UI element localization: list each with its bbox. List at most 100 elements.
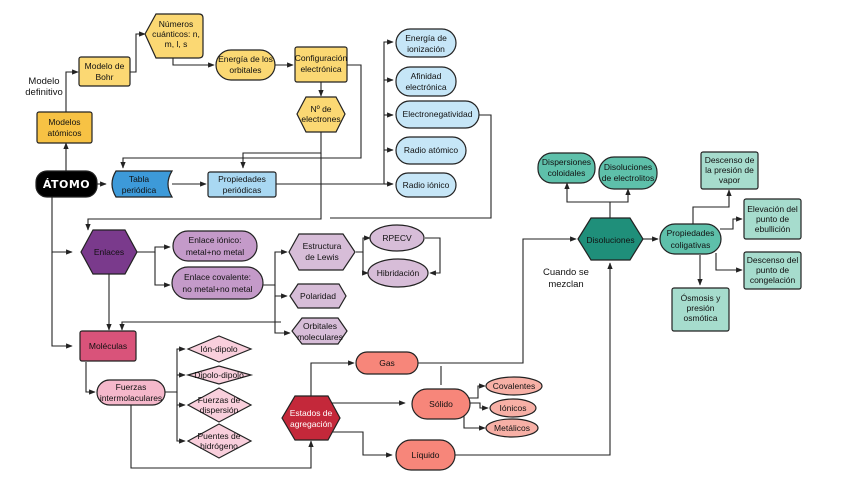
node-rpecv[interactable]: RPECV <box>369 224 425 252</box>
node-label: metal+no metal <box>186 247 244 257</box>
edge-disoluciones-electrolitos <box>610 188 631 203</box>
edge-bohr-cuanticos <box>130 31 146 73</box>
node-label: atómicos <box>47 128 81 138</box>
node-label: osmótica <box>683 313 717 323</box>
node-label: Ión-dipolo <box>200 344 238 354</box>
edge-solido-covalentes <box>467 383 486 399</box>
node-enlaces[interactable]: Enlaces <box>80 229 138 275</box>
edge-estados-gas <box>310 360 355 398</box>
node-label: agregación <box>290 419 332 429</box>
node-label: Modelo de <box>85 61 125 71</box>
node-gas[interactable]: Gas <box>355 351 419 375</box>
node-label: ebullición <box>755 224 791 234</box>
node-label: presión <box>687 303 715 313</box>
node-hibridacion[interactable]: Hibridación <box>367 258 429 288</box>
label-line: Modelo <box>28 76 59 87</box>
node-enlace-ionico[interactable]: Enlace iónico:metal+no metal <box>172 230 258 262</box>
node-label: punto de <box>756 265 789 275</box>
node-label: Ósmosis y <box>681 293 721 303</box>
node-label: la presión de <box>705 165 754 175</box>
edge-enlaces-ionico <box>137 244 171 253</box>
node-metalicos[interactable]: Metálicos <box>485 418 539 438</box>
node-label: RPECV <box>382 233 412 243</box>
node-label: coloidales <box>548 168 586 178</box>
node-ionicos[interactable]: Iónicos <box>489 398 537 418</box>
node-label: Moléculas <box>89 341 127 351</box>
node-polaridad[interactable]: Polaridad <box>289 283 347 309</box>
node-label: Configuración <box>295 53 348 63</box>
node-covalentes[interactable]: Covalentes <box>485 376 543 396</box>
node-label: punto de <box>756 214 789 224</box>
node-label: Energía de los <box>218 54 273 64</box>
node-radio-ionico[interactable]: Radio iónico <box>395 172 457 198</box>
node-label: Puentes de <box>197 431 240 441</box>
edge-fuerzas-estados <box>130 405 314 469</box>
node-label: Sólido <box>429 399 453 409</box>
node-radio-atomico[interactable]: Radio atómico <box>395 136 467 165</box>
node-label: Bohr <box>96 72 114 82</box>
node-moleculas[interactable]: Moléculas <box>79 330 137 362</box>
node-disoluciones[interactable]: Disoluciones <box>577 217 644 261</box>
node-ion-dipolo[interactable]: Ión-dipolo <box>186 335 253 363</box>
node-label: Números <box>159 19 193 29</box>
node-label: Hibridación <box>377 268 420 278</box>
edge-propiedades-list <box>276 39 394 185</box>
node-label: vapor <box>719 175 740 185</box>
node-label: hidrógeno <box>200 441 238 451</box>
node-label: Radio iónico <box>403 180 450 190</box>
edge-estados-liquido <box>331 431 393 458</box>
edge-rpecv-hibridacion <box>425 237 441 276</box>
node-label: moleculares <box>297 332 343 342</box>
node-liquido[interactable]: Líquido <box>395 439 456 471</box>
node-label: Electronegatividad <box>403 109 473 119</box>
node-label: Iónicos <box>500 403 527 413</box>
node-electronegatividad[interactable]: Electronegatividad <box>395 100 480 129</box>
edge-solido-ionicos <box>467 402 489 411</box>
node-enlace-covalente[interactable]: Enlace covalente:no metal+no metal <box>171 266 264 300</box>
node-label: Radio atómico <box>404 145 459 155</box>
node-label: Covalentes <box>493 381 536 391</box>
node-dipolo-dipolo[interactable]: Dipolo-dipolo <box>185 365 254 385</box>
node-label: periódicas <box>223 185 262 195</box>
node-solido[interactable]: Sólido <box>411 388 471 420</box>
node-label: m, l, s <box>165 39 188 49</box>
node-atomo[interactable]: ÁTOMO <box>35 170 98 198</box>
svg-text:Enlace iónico:metal+no metal: Enlace iónico:metal+no metal <box>186 235 244 257</box>
label-line: Cuando se <box>543 267 589 278</box>
node-label: Dispersiones <box>542 157 591 167</box>
node-label: Disoluciones <box>604 162 652 172</box>
node-label: intermolaculares <box>100 393 162 403</box>
